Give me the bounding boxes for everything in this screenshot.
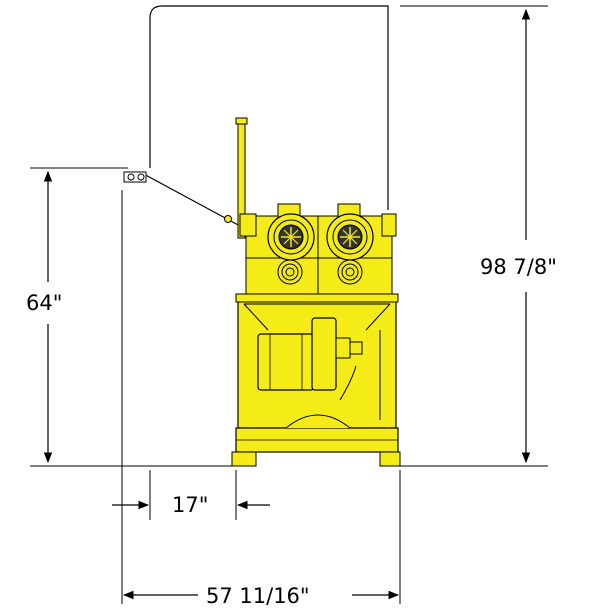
left-head-unit [267, 203, 315, 285]
base-height-label: 64" [26, 291, 62, 315]
machine-body [231, 117, 401, 467]
total-height-label: 98 7/8" [480, 255, 557, 279]
swing-arm-outline [149, 5, 389, 210]
base-height-dimension: 64" [26, 167, 232, 467]
offset-width-label: 17" [172, 493, 208, 517]
total-height-dimension: 98 7/8" [400, 5, 557, 467]
right-head-unit [326, 203, 374, 285]
total-width-dimension: 57 11/16" [122, 584, 400, 608]
pivot-linkage [123, 171, 241, 227]
offset-width-dimension: 17" [112, 493, 270, 517]
total-width-label: 57 11/16" [206, 584, 310, 608]
motor [257, 317, 381, 420]
machine-base [231, 414, 401, 467]
